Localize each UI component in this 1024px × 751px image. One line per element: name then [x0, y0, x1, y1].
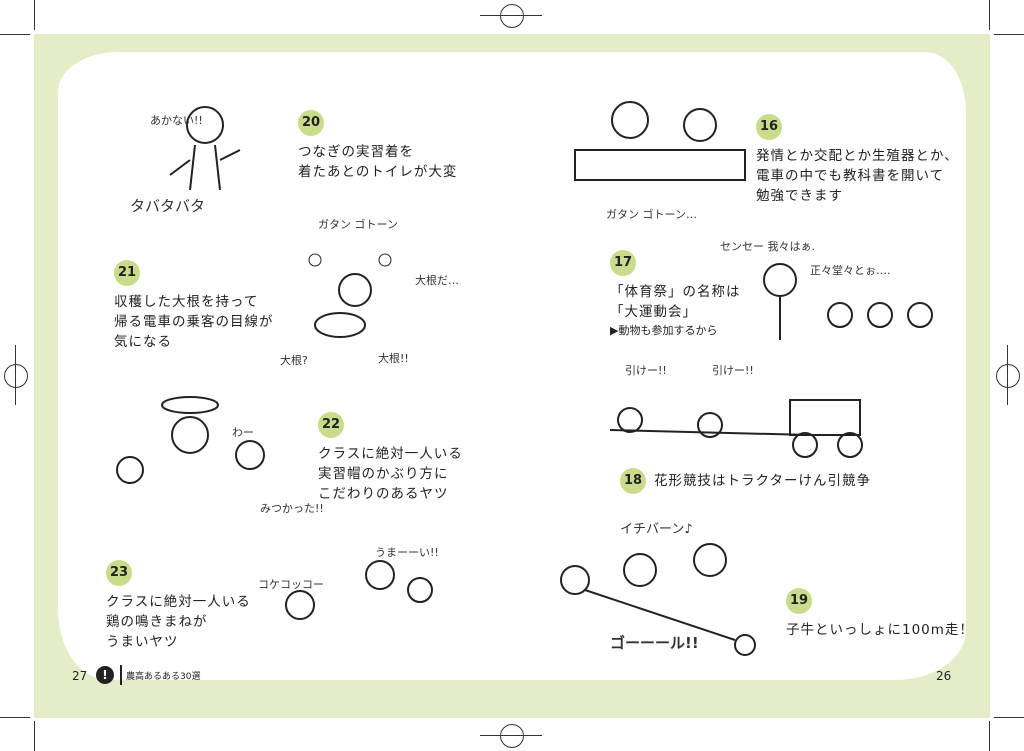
item-number-badge: 17: [610, 250, 636, 276]
registration-mark: [500, 724, 524, 748]
crop-mark: [1007, 345, 1008, 405]
divider: [120, 665, 122, 685]
item-21: 21 収穫した大根を持って帰る電車の乗客の目線が気になる: [114, 260, 274, 352]
item-text: こだわりのあるヤツ: [318, 486, 449, 502]
illustration-toilet-run: [169, 106, 241, 191]
item-18: 18 花形競技はトラクターけん引競争: [620, 468, 871, 494]
item-text: クラスに絶対一人いる: [318, 446, 463, 462]
crop-mark: [994, 717, 1024, 718]
item-number-badge: 19: [786, 588, 812, 614]
sound-effect: イチバーン♪: [620, 522, 693, 537]
item-text: クラスに絶対一人いる: [106, 594, 251, 610]
illustration-train-textbook: [574, 101, 746, 181]
item-text: 収穫した大根を持って: [114, 294, 259, 310]
page-number-right: 26: [936, 669, 952, 683]
sound-effect: うまーーい!!: [375, 546, 439, 559]
crop-mark: [0, 717, 30, 718]
sound-effect: 大根!!: [378, 352, 409, 365]
item-number-badge: 22: [318, 412, 344, 438]
illustration-hat-guy: [116, 396, 265, 484]
item-text: つなぎの実習着を: [298, 144, 414, 160]
page-spread: [58, 52, 966, 680]
crop-mark: [989, 721, 990, 751]
crop-mark: [34, 721, 35, 751]
item-text: うまいヤツ: [106, 634, 179, 650]
crop-mark: [480, 15, 542, 16]
crop-mark: [34, 0, 35, 30]
item-22: 22 クラスに絶対一人いる実習帽のかぶり方にこだわりのあるヤツ: [318, 412, 463, 504]
item-text: 花形競技はトラクターけん引競争: [654, 473, 871, 489]
sound-effect: コケコッコー: [258, 578, 324, 591]
crop-mark: [0, 34, 30, 35]
crop-mark: [480, 735, 542, 736]
item-text: 帰る電車の乗客の目線が: [114, 314, 274, 330]
item-19: 19 子牛といっしょに100m走！: [786, 588, 974, 640]
sound-effect: あかない!!: [150, 114, 203, 127]
illustration-calf-race: [560, 543, 756, 656]
item-note: ▶動物も参加するから: [610, 324, 718, 337]
item-number-badge: 18: [620, 468, 646, 494]
exclamation-icon: !: [96, 666, 114, 684]
running-title: 農高あるある30選: [126, 672, 201, 682]
item-16: 16 発情とか交配とか生殖器とか、電車の中でも教科書を開いて勉強できます: [756, 114, 959, 206]
item-text: 子牛といっしょに100m走！: [786, 622, 974, 638]
sound-effect: タバタバタ: [130, 197, 206, 215]
item-23: 23 クラスに絶対一人いる鶏の鳴きまねがうまいヤツ: [106, 560, 251, 652]
illustration-radish-train: [308, 253, 392, 338]
sound-effect: ゴーーール!!: [610, 634, 699, 652]
illustration-chicken-imitation: [285, 560, 433, 620]
item-text: 鶏の鳴きまねが: [106, 614, 208, 630]
crop-mark: [989, 0, 990, 30]
page-number-left: 27: [72, 669, 88, 683]
sound-effect: ガタン ゴトーン…: [606, 208, 697, 221]
item-20: 20 つなぎの実習着を着たあとのトイレが大変: [298, 110, 457, 182]
item-number-badge: 21: [114, 260, 140, 286]
item-text: 発情とか交配とか生殖器とか、: [756, 148, 959, 164]
item-text: 実習帽のかぶり方に: [318, 466, 449, 482]
item-text: 気になる: [114, 334, 172, 350]
sound-effect: 大根?: [280, 354, 308, 367]
item-number-badge: 20: [298, 110, 324, 136]
sound-effect: わー: [232, 426, 254, 439]
item-17: 17 「体育祭」の名称は「大運動会」 ▶動物も参加するから: [610, 250, 741, 340]
item-text: 電車の中でも教科書を開いて: [756, 168, 945, 184]
sound-effect: ガタン ゴトーン: [318, 218, 398, 231]
item-number-badge: 16: [756, 114, 782, 140]
sound-effect: 引けー!!: [625, 364, 667, 377]
item-text: 「体育祭」の名称は: [610, 284, 741, 300]
sound-effect: センセー 我々はぁ.: [720, 240, 815, 253]
crop-mark: [15, 345, 16, 405]
sound-effect: 引けー!!: [712, 364, 754, 377]
sound-effect: 正々堂々とぉ….: [810, 264, 891, 277]
sound-effect: 大根だ…: [415, 274, 459, 287]
illustration-tractor-tug: [609, 399, 863, 458]
item-number-badge: 23: [106, 560, 132, 586]
registration-mark: [4, 364, 28, 388]
registration-mark: [500, 4, 524, 28]
item-text: 「大運動会」: [610, 304, 697, 320]
illustration-sports-day: [763, 263, 933, 340]
registration-mark: [996, 364, 1020, 388]
item-text: 着たあとのトイレが大変: [298, 164, 458, 180]
sound-effect: みつかった!!: [260, 502, 324, 515]
crop-mark: [994, 34, 1024, 35]
item-text: 勉強できます: [756, 188, 843, 204]
